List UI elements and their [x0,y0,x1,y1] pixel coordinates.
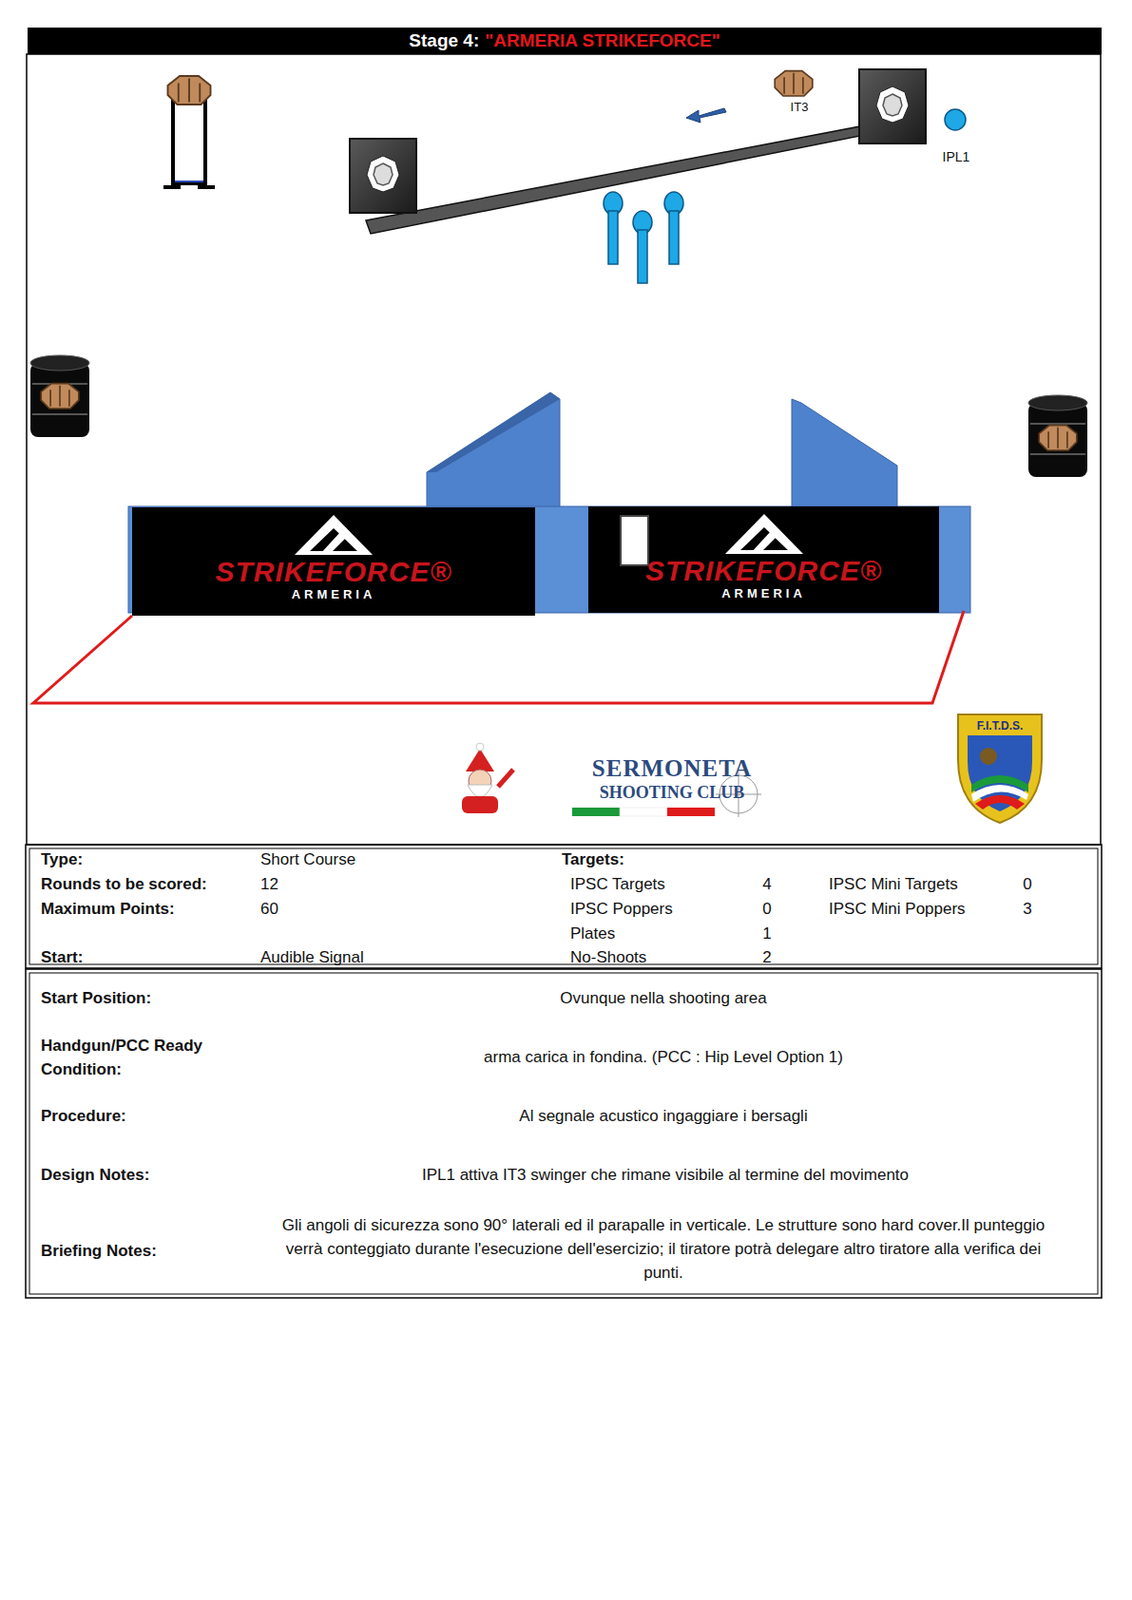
logo-triangle [294,515,373,556]
field-value: 3 [1022,897,1032,921]
wall-panel [426,392,560,508]
field-value: IPSC Poppers [570,897,673,921]
activator-popper [944,109,966,131]
field-value: Al segnale acustico ingaggiare i bersagl… [518,1104,807,1129]
steel-plate [349,138,417,213]
field-value: No-Shoots [570,945,647,970]
field-value: 0 [1022,872,1032,897]
field-name: Briefing Notes: [40,1239,157,1264]
stage-name: "ARMERIA STRIKEFORCE" [484,30,720,52]
field-name: Targets: [561,847,625,872]
logo-stroke [749,531,777,555]
title-band: Stage 4:"ARMERIA STRIKEFORCE" [27,27,1102,55]
barrel-target [30,355,90,438]
fitds-shield [958,714,1042,824]
field-value: IPSC Mini Poppers [828,897,966,921]
field-name: Type: [40,847,83,872]
field-value: 0 [762,897,771,921]
banner: STRIKEFORCE®ARMERIA [132,507,536,616]
brand-subtitle: ARMERIA [291,587,377,603]
brand-subtitle: ARMERIA [721,586,806,602]
stage-number: Stage 4: [408,30,480,52]
field-name: Handgun/PCC Ready Condition: [40,1034,222,1082]
fault-line [33,611,964,704]
wall-edge [426,392,560,473]
logo-stroke [319,532,346,556]
barrel-target [1028,395,1088,478]
field-value: 60 [260,897,279,921]
field-name: Rounds to be scored: [40,872,208,897]
field-value: 1 [762,921,771,946]
swing-arrow [686,108,727,123]
field-value: Plates [570,921,615,946]
brand-name: STRIKEFORCE® [645,556,883,587]
field-value: 12 [260,872,279,897]
strikeforce-logo [290,513,377,557]
target-id: IPL1 [942,148,971,166]
mini-popper [664,191,684,265]
field-value: IPL1 attiva IT3 swinger che rimane visib… [422,1163,909,1188]
info-table [25,844,1102,1299]
target-id: IT3 [790,98,809,116]
federation-name: F.I.T.D.S. [977,718,1024,734]
steel-plate [859,69,926,144]
brand-name: STRIKEFORCE® [214,556,452,588]
field-name: Start: [40,945,83,970]
field-value: Ovunque nella shooting area [559,986,767,1011]
field-name: Start Position: [40,986,152,1011]
field-value: 4 [762,872,771,897]
santa-logo [461,743,514,814]
field-name: Maximum Points: [40,897,175,921]
field-value: IPSC Targets [570,872,666,897]
field-value: Gli angoli di sicurezza sono 90° lateral… [268,1213,1058,1286]
field-name: Procedure: [40,1104,127,1129]
strikeforce-logo [721,512,807,557]
banner: STRIKEFORCE®ARMERIA [588,506,940,614]
target-stand [163,76,215,188]
field-value: arma carica in fondina. (PCC : Hip Level… [483,1045,844,1070]
field-value: IPSC Mini Targets [828,872,959,897]
mini-popper [603,191,623,265]
wall-panel [791,399,898,508]
field-value: Short Course [260,847,356,872]
field-name: Design Notes: [40,1163,150,1188]
club-name: SERMONETA [592,756,752,781]
swinger-target [774,71,813,96]
club-subtitle: SHOOTING CLUB [599,781,746,806]
field-value: 2 [762,945,771,970]
mini-popper [633,211,653,284]
logo-triangle [725,514,804,555]
no-shoot [619,515,650,567]
field-value: Audible Signal [260,945,365,970]
